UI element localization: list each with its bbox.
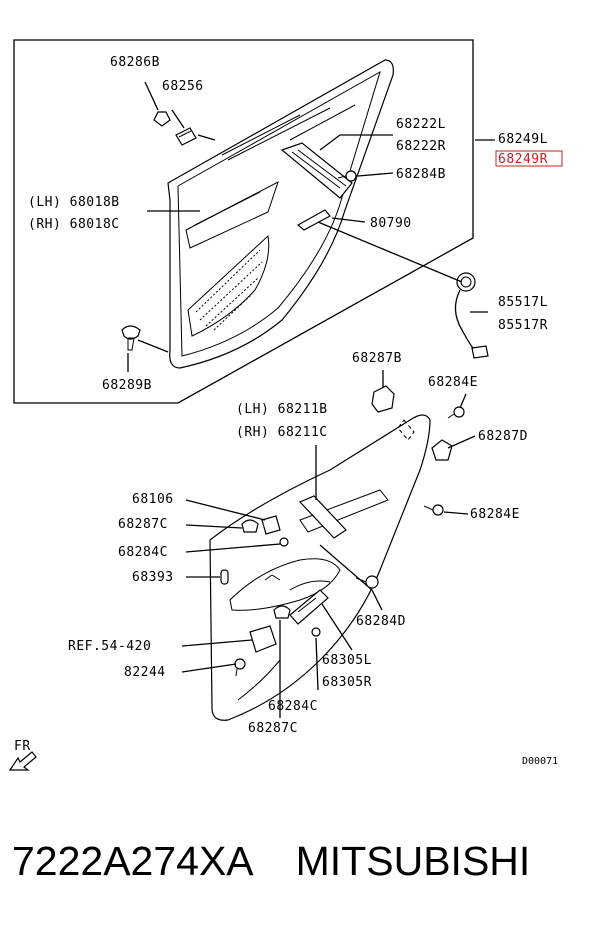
direction-label: FR — [14, 739, 31, 754]
callout-68249l: 68249L — [498, 132, 548, 147]
diagram-code: D00071 — [522, 756, 558, 767]
callout-82244: 82244 — [124, 665, 166, 680]
handle-68222 — [280, 142, 353, 199]
callout-68284c-lower: 68284C — [268, 699, 318, 714]
clip-68287b — [371, 385, 395, 413]
screw-68284c-lower — [311, 627, 321, 637]
front-direction-arrow-icon — [8, 751, 37, 771]
clip-68287c-upper — [241, 519, 259, 533]
callout-85517l: 85517L — [498, 295, 548, 310]
screw-68286b — [153, 111, 171, 127]
screw-68284b — [337, 170, 357, 182]
screw-68284c-upper — [279, 537, 289, 547]
clip-68287c-lower — [273, 605, 291, 619]
clip-68289b — [121, 325, 141, 351]
switch-panel-68305 — [289, 589, 329, 625]
callout-68249r: 68249R — [498, 152, 548, 167]
callout-rh-68018c: (RH) 68018C — [28, 217, 120, 232]
callout-68287d: 68287D — [478, 429, 528, 444]
callout-68284b: 68284B — [396, 167, 446, 182]
callout-68287c-upper: 68287C — [118, 517, 168, 532]
callout-68284d: 68284D — [356, 614, 406, 629]
ref-part-54-420 — [249, 625, 277, 653]
callout-80790: 80790 — [370, 216, 412, 231]
part-68106 — [261, 515, 281, 535]
callout-68284e-lower: 68284E — [470, 507, 520, 522]
footer-manufacturer: MITSUBISHI — [295, 838, 531, 884]
bracket-80790 — [296, 209, 331, 231]
upper-leader-lines — [127, 81, 495, 372]
callout-85517r: 85517R — [498, 318, 548, 333]
screw-68284d — [355, 575, 379, 589]
screw-68284e-upper — [447, 406, 465, 419]
callout-68256: 68256 — [162, 79, 204, 94]
callout-68305r: 68305R — [322, 675, 372, 690]
wire-harness-85517 — [454, 272, 489, 359]
armrest-68211 — [298, 495, 347, 539]
footer-part-number: 7222A274XA — [12, 838, 254, 884]
screw-68284e-lower — [423, 504, 444, 516]
callout-68287b: 68287B — [352, 351, 402, 366]
callout-68289b: 68289B — [102, 378, 152, 393]
footer-caption: 7222A274XA MITSUBISHI — [12, 838, 530, 885]
callout-68287c-lower: 68287C — [248, 721, 298, 736]
callout-68286b: 68286B — [110, 55, 160, 70]
clip-68256 — [175, 127, 197, 146]
callout-rh-68211c: (RH) 68211C — [236, 425, 328, 440]
callout-lh-68018b: (LH) 68018B — [28, 195, 120, 210]
callout-68393: 68393 — [132, 570, 174, 585]
callout-68305l: 68305L — [322, 653, 372, 668]
callout-lh-68211b: (LH) 68211B — [236, 402, 328, 417]
callout-68106: 68106 — [132, 492, 174, 507]
highlight-box-68249r — [495, 150, 563, 167]
callout-68222r: 68222R — [396, 139, 446, 154]
lower-leader-lines — [181, 370, 476, 718]
callout-ref-54-420: REF.54-420 — [68, 639, 151, 654]
clip-68287d — [431, 439, 453, 461]
door-trim-lower-panel — [209, 414, 431, 721]
upper-assembly-frame — [13, 39, 474, 404]
part-68393 — [220, 569, 229, 585]
callout-68284c-upper: 68284C — [118, 545, 168, 560]
callout-68284e-upper: 68284E — [428, 375, 478, 390]
callout-labels: 68286B 68256 68222L 68222R 68249L 68249R… — [14, 55, 563, 767]
callout-68222l: 68222L — [396, 117, 446, 132]
door-trim-panel — [167, 59, 394, 369]
